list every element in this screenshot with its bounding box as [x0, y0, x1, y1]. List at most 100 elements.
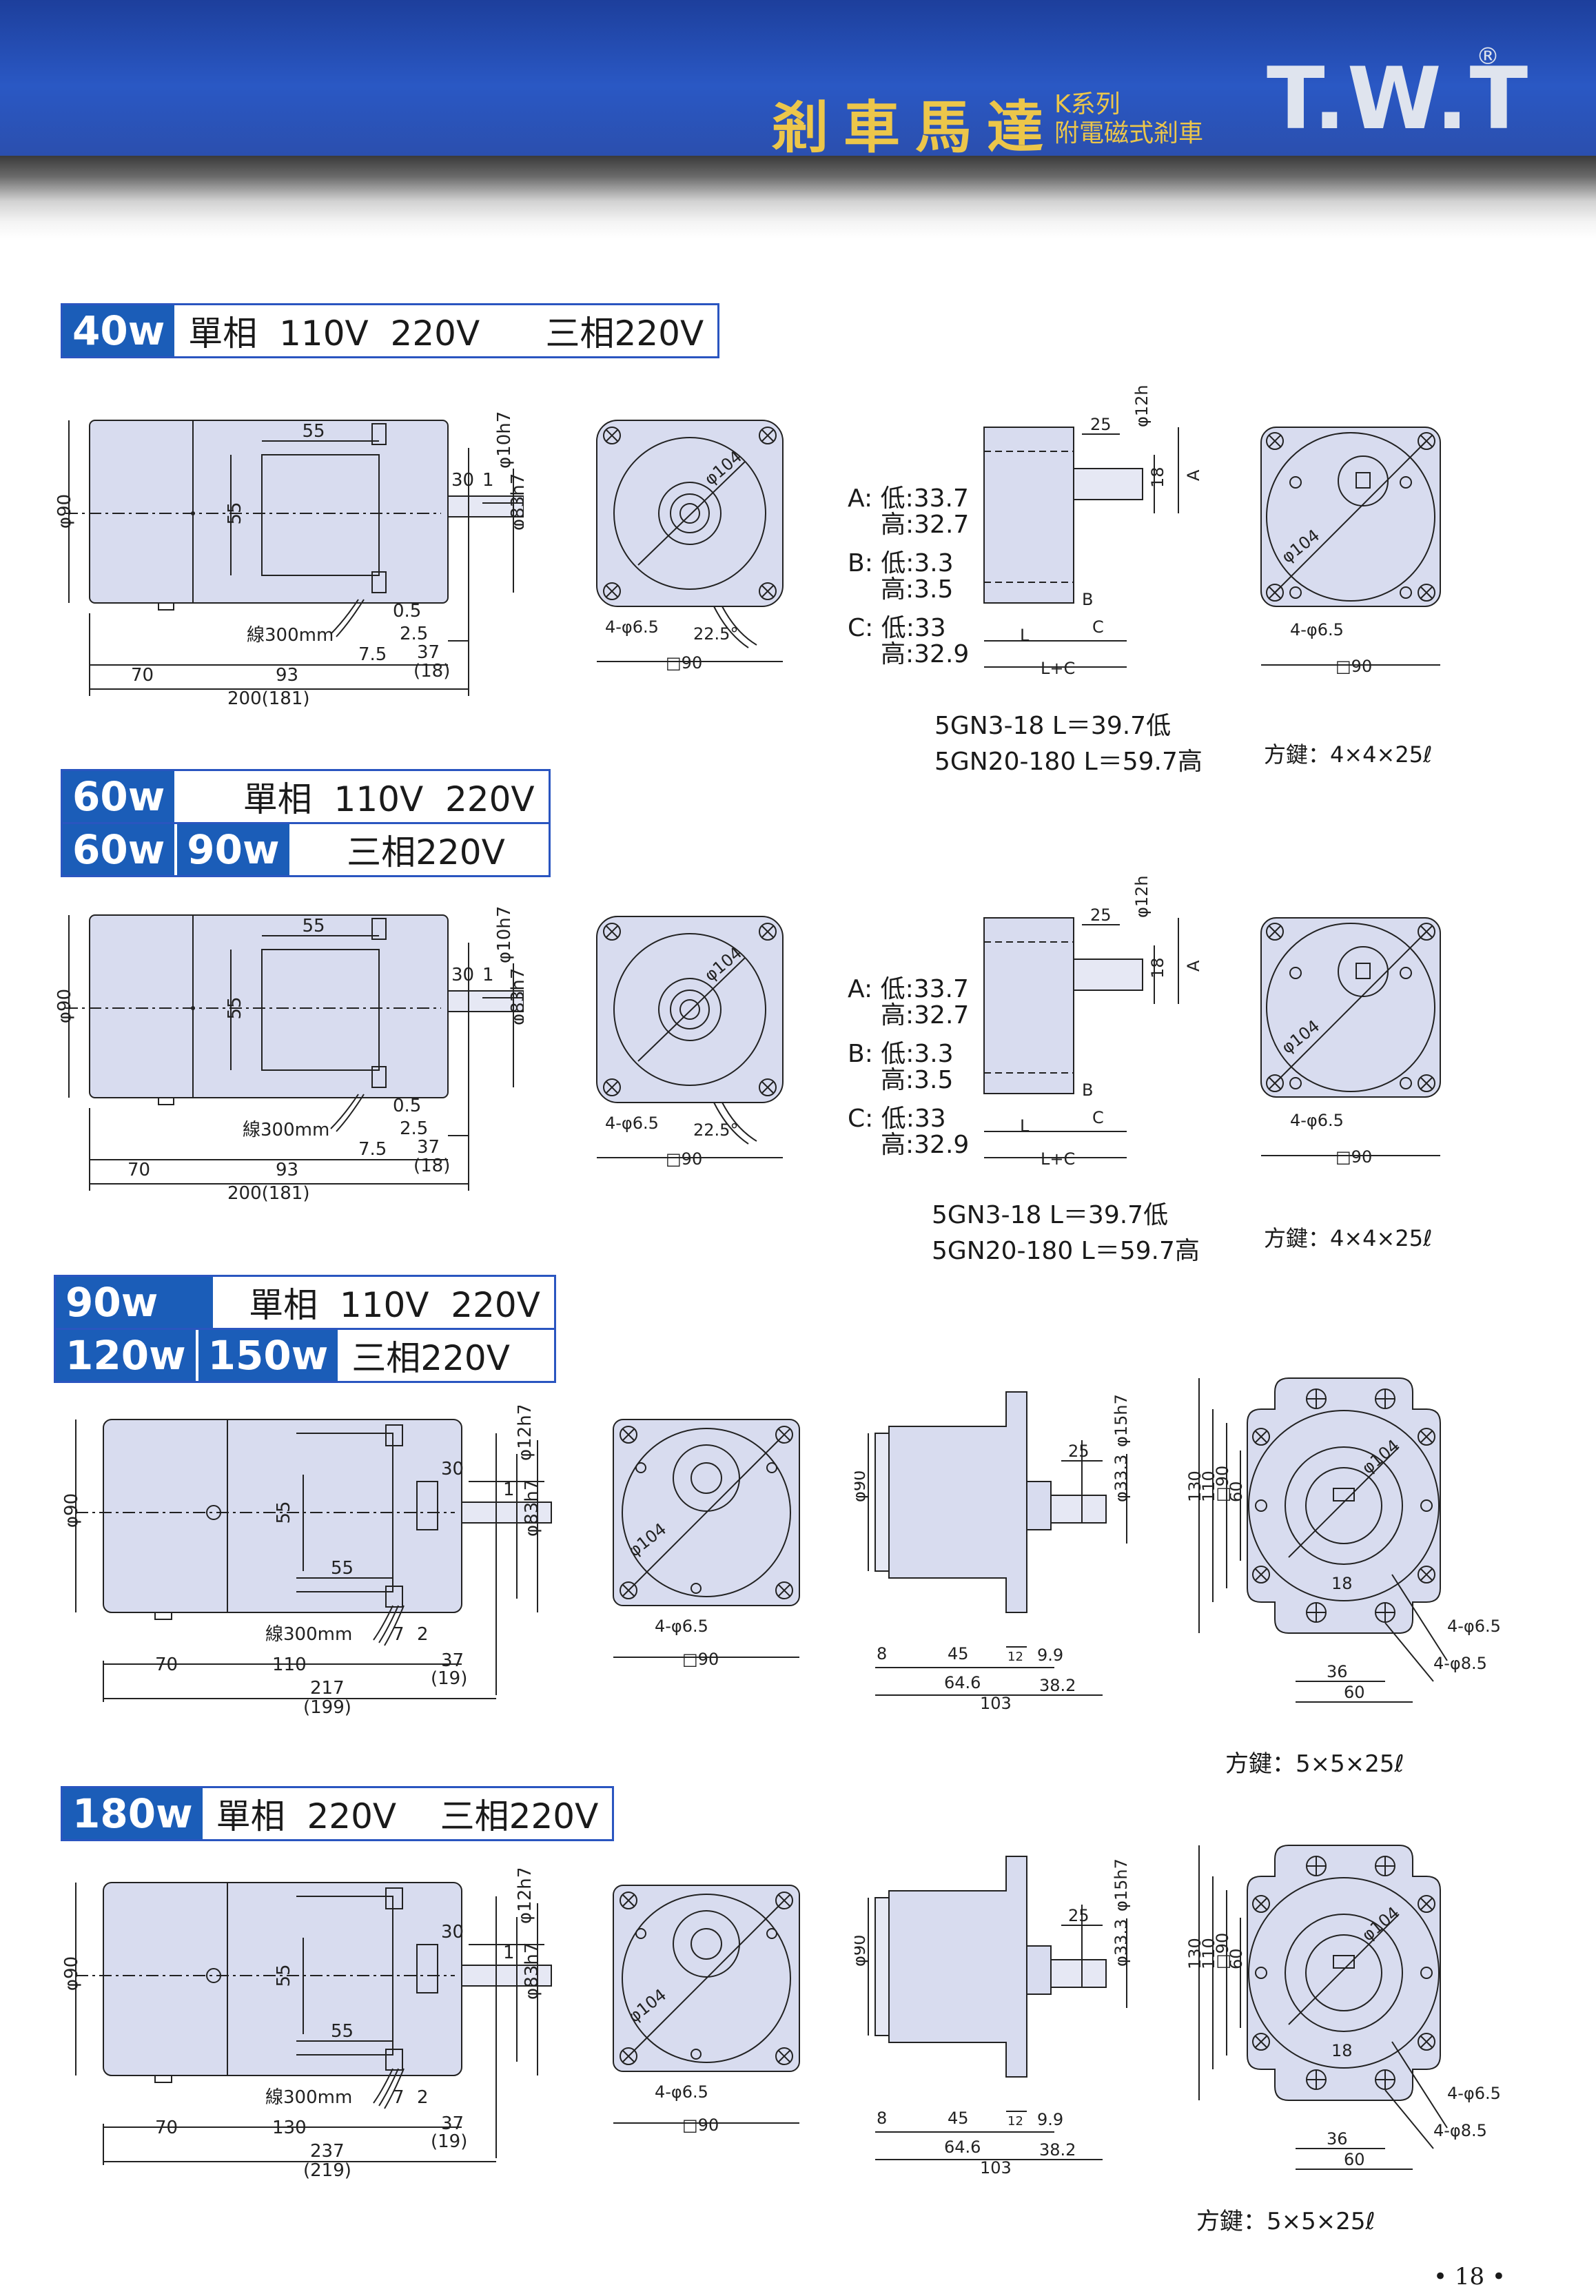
key-spec: 方鍵：4×4×25ℓ [1264, 1225, 1433, 1251]
dim-19: (19) [431, 2131, 467, 2152]
power-chip: 120w [56, 1330, 196, 1381]
dim-shaft-diam: φ10h7 [494, 906, 515, 963]
wire-length: 線300mm [265, 1624, 352, 1645]
dim-36: 36 [1327, 1662, 1348, 1681]
registered-mark: ® [1476, 43, 1500, 70]
dim-7-5: 7.5 [358, 644, 387, 665]
dim-overall-alt: (199) [303, 1697, 351, 1718]
dim-diameter: φ90 [61, 1493, 82, 1528]
dim-60: 60 [1227, 1948, 1246, 1969]
dim-overall-alt: (219) [303, 2160, 351, 2181]
ab-c-high: 高:32.9 [881, 1131, 970, 1159]
ab-b-high: 高:3.5 [881, 575, 954, 604]
dim-37: 37 [441, 2113, 464, 2134]
dim-gear-shaft: φ12h7 [1132, 386, 1152, 427]
dim-overall: 200(181) [227, 1183, 310, 1204]
key-spec: 方鍵：5×5×25ℓ [1196, 2208, 1375, 2235]
dim-9-9: 9.9 [1037, 1646, 1063, 1665]
dim-93: 93 [276, 665, 298, 686]
dim-gear-boss: φ33.3 [1112, 1919, 1131, 1967]
power-chip: 40w [63, 305, 175, 356]
voltage-spec: 單相 110V 220V 三相220V [188, 314, 704, 353]
ab-c-low: C: 低:33 [848, 1105, 946, 1133]
ab-c-low: C: 低:33 [848, 614, 946, 642]
dim-gear-square: □90 [1336, 657, 1372, 675]
dim-key-25: 25 [1090, 415, 1112, 434]
dim-60b: 60 [1344, 2150, 1365, 2169]
front-view-drawing-180w: φ104 4-φ6.5 □90 [613, 1885, 800, 2133]
dim-C: C [1092, 617, 1104, 637]
dim-L: L [1020, 1116, 1030, 1136]
ab-a-low: A: 低:33.7 [848, 975, 969, 1003]
voltage-spec: 三相220V [303, 832, 505, 872]
dim-diameter: φ90 [55, 494, 75, 529]
twt-logo: T.W.T [1267, 50, 1530, 149]
dim-70: 70 [155, 1654, 178, 1675]
dim-0-5: 0.5 [393, 601, 421, 622]
dim-gear-boss: φ33.3 [1112, 1455, 1131, 1502]
dim-130: 130 [1185, 1938, 1205, 1969]
header-gradient-band [0, 156, 1596, 238]
power-chip: 180w [63, 1788, 203, 1839]
dim-overall: 237 [310, 2141, 345, 2162]
dim-key-25: 25 [1068, 1906, 1089, 1925]
dim-B: B [1082, 1080, 1093, 1100]
dim-37: 37 [441, 1650, 464, 1671]
power-chip: 90w [56, 1277, 214, 1328]
dim-key-25: 25 [1068, 1442, 1089, 1461]
power-chip: 150w [195, 1330, 338, 1381]
front-view-drawing-40w: φ104 4-φ6.5 22.5° □90 [596, 420, 784, 673]
dim-38-2: 38.2 [1039, 2140, 1076, 2160]
dim-1: 1 [503, 1943, 515, 1963]
dim-square: □90 [682, 2115, 719, 2133]
dim-12: 12 [1007, 1650, 1023, 1664]
dim-37: 37 [417, 642, 440, 663]
ab-b-low: B: 低:3.3 [848, 1040, 954, 1068]
dim-mount-holes: 4-φ6.5 [655, 1617, 708, 1636]
dim-93: 93 [276, 1160, 298, 1180]
dim-width-55: 55 [331, 2021, 354, 2042]
side-view-drawing-180w: φ90 55 55 30 1 φ12h7 φ83h7 線300mm 7 2 37… [61, 1869, 552, 2181]
dim-height-55: 55 [274, 1964, 294, 1987]
dim-angle: 22.5° [693, 624, 738, 644]
dim-gear-holes: 4-φ6.5 [1290, 1111, 1344, 1130]
dim-gear-square: □90 [1336, 1147, 1372, 1166]
side-view-drawing-60w: φ90 55 55 30 1 φ10h7 φ83h7 線300mm 0.5 2.… [55, 906, 524, 1204]
voltage-spec: 三相220V [351, 1338, 510, 1378]
dim-1: 1 [482, 470, 494, 491]
ab-a-low: A: 低:33.7 [848, 484, 969, 513]
dim-holes-65: 4-φ6.5 [1447, 1617, 1501, 1636]
dim-holes-65: 4-φ6.5 [1447, 2084, 1501, 2103]
dim-7: 7 [393, 2087, 405, 2108]
gear-face-drawing-90w: 130 110 □90 60 φ104 18 4-φ6.5 4-φ8.5 36 … [1185, 1377, 1501, 1703]
gear-face-drawing-60w: φ104 4-φ6.5 □90 [1260, 917, 1441, 1166]
gear-side-drawing-180w: φ90 25 φ15h7 φ33.3 8 45 12 9.9 64.6 38.2… [855, 1856, 1131, 2177]
dim-shaft-diam: φ12h7 [515, 1406, 535, 1461]
dim-gear-shaft: φ12h7 [1132, 877, 1152, 918]
dim-37: 37 [417, 1137, 440, 1158]
dim-0-5: 0.5 [393, 1096, 421, 1116]
side-view-drawing-40w: φ90 55 55 30 1 φ10h7 φ83h7 線300mm 0.5 2.… [55, 411, 524, 709]
dim-pilot-diam: φ83h7 [508, 968, 524, 1025]
dim-overall: 217 [310, 1678, 345, 1699]
dim-square-90: □90 [1213, 1466, 1232, 1502]
wire-length: 線300mm [247, 625, 334, 646]
dim-mount-holes: 4-φ6.5 [655, 2082, 708, 2102]
header-banner [0, 0, 1596, 156]
key-spec: 方鍵：4×4×25ℓ [1264, 741, 1433, 768]
wire-length: 線300mm [265, 2087, 352, 2108]
dim-square: □90 [682, 1650, 719, 1668]
dim-shaft-30: 30 [451, 470, 474, 491]
gear-model-low: 5GN3-18 L＝39.7低 [934, 712, 1172, 740]
dim-gear-diam: φ90 [855, 1470, 869, 1502]
gear-side-drawing-60w: 25 φ12h7 18 A B C L L+C [983, 877, 1203, 1169]
gear-side-drawing-40w: 25 φ12h7 18 A B C L L+C [983, 386, 1203, 678]
ab-b-high: 高:3.5 [881, 1066, 954, 1094]
dim-7-5: 7.5 [358, 1139, 387, 1160]
dim-9-9: 9.9 [1037, 2110, 1063, 2129]
dim-110: 110 [1199, 1938, 1218, 1969]
dim-square: □90 [666, 1149, 702, 1169]
ab-a-high: 高:32.7 [881, 1001, 970, 1029]
dim-diameter: φ90 [55, 989, 75, 1023]
